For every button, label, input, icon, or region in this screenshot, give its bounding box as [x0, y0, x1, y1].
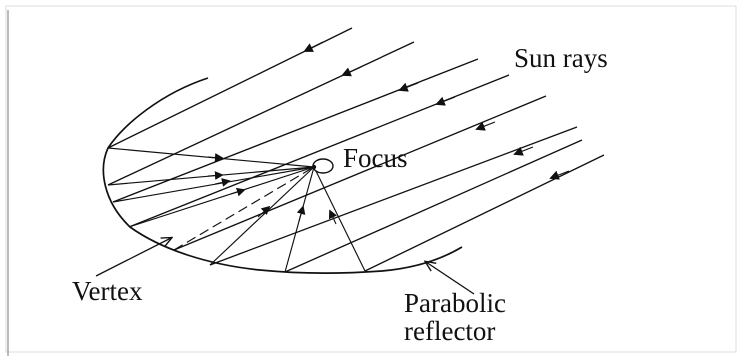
sun-ray-arrow-3	[398, 82, 419, 92]
sun-ray-arrow-2	[341, 66, 362, 77]
sun-ray-arrow-1	[303, 41, 324, 52]
focus-dot	[311, 164, 317, 170]
sun-ray-arrow-7	[549, 170, 570, 180]
reflected-ray-3	[112, 166, 315, 203]
sun-ray-arrow-4	[435, 96, 456, 106]
sun-ray-arrow-6	[513, 146, 534, 156]
frame	[5, 5, 737, 353]
reflected-arrow-6	[296, 205, 306, 222]
reflected-ray-7	[313, 166, 366, 272]
reflected-ray-5	[209, 166, 315, 266]
sun-rays-label: Sun rays	[514, 43, 608, 73]
parabolic-reflector	[102, 77, 463, 274]
sun-ray-arrow-5	[475, 121, 496, 131]
reflected-arrow-7	[328, 209, 337, 225]
parabolic-label-line-2: reflector	[404, 316, 495, 346]
axis-dashed-ray	[173, 166, 315, 251]
reflected-arrow-1	[207, 153, 224, 162]
reflected-ray-4	[128, 166, 315, 228]
sun-ray-8	[364, 154, 605, 272]
sun-ray-7	[284, 139, 583, 273]
reflector-pointer	[426, 262, 475, 295]
reflected-arrow-3	[214, 178, 231, 187]
focus-point	[312, 158, 334, 174]
sun-ray-5	[173, 95, 547, 251]
focus-label: Focus	[343, 143, 408, 173]
parabolic-label-line-1: Parabolic	[404, 288, 506, 318]
reflected-arrow-5	[257, 205, 271, 218]
vertex-label: Vertex	[72, 276, 143, 306]
sun-ray-2	[107, 41, 415, 186]
vertex-pointer	[95, 238, 171, 277]
reflected-arrow-2	[207, 171, 224, 180]
reflected-arrow-4	[230, 187, 246, 197]
